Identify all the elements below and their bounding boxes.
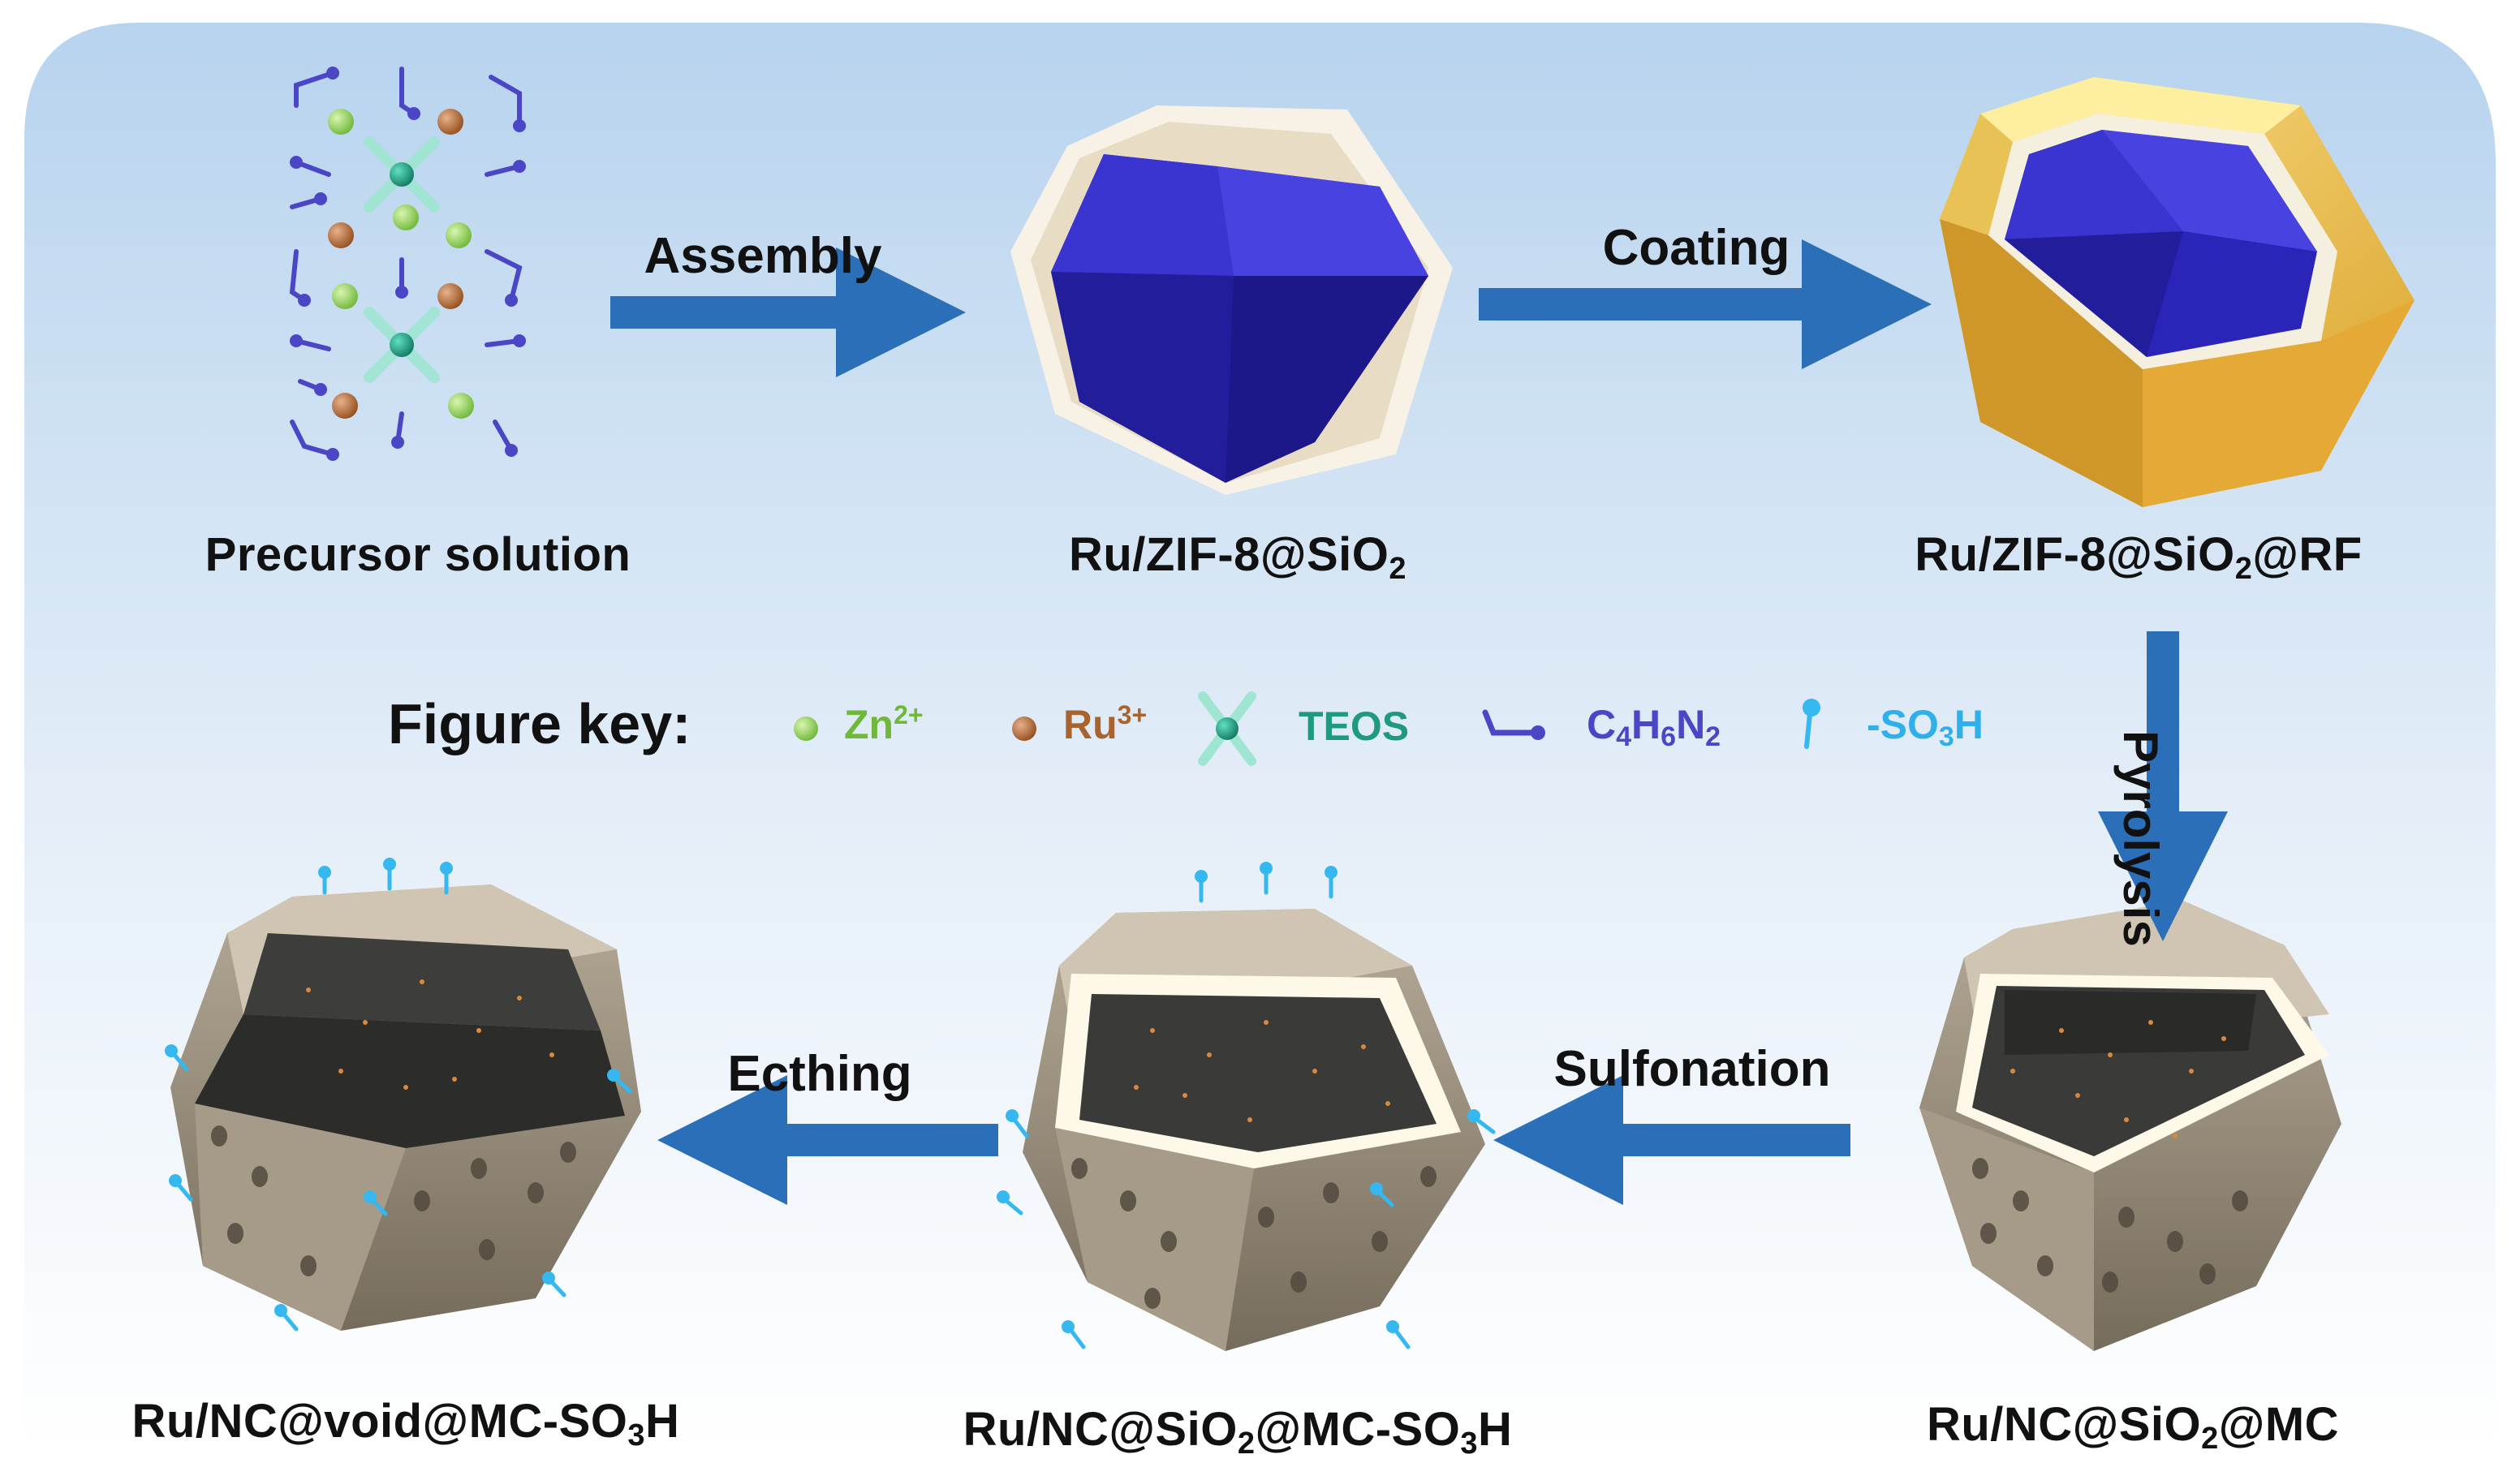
key-so3h: -SO3H — [1867, 702, 1984, 752]
label-nc-void-mc-so3h: Ru/NC@void@MC-SO3H — [131, 1395, 680, 1452]
so3h-particle-illustration — [1023, 909, 1485, 1351]
label-zif-sio2-rf: Ru/ZIF-8@SiO2@RF — [1915, 528, 2363, 586]
step-label-pyrolysis: Pyrolysis — [2113, 730, 2168, 947]
rf-coated-crystal-illustration — [1940, 77, 2414, 507]
key-ligand: C4H6N2 — [1587, 702, 1721, 752]
figure-key-title: Figure key: — [388, 692, 691, 755]
background-panel — [24, 23, 2496, 1452]
key-teos: TEOS — [1299, 704, 1410, 749]
step-label-sulfonation: Sulfonation — [1553, 1041, 1831, 1097]
step-label-assembly: Assembly — [644, 228, 882, 284]
label-nc-sio2-mc: Ru/NC@SiO2@MC — [1926, 1398, 2340, 1456]
key-ru: Ru3+ — [1063, 700, 1148, 747]
mc-particle-illustration — [1919, 901, 2341, 1351]
key-zn: Zn2+ — [844, 700, 924, 747]
precursor-cluster-illustration — [289, 67, 526, 461]
figure-key-icons — [794, 691, 1820, 766]
step-label-etching: Ecthing — [727, 1046, 912, 1102]
label-zif-sio2: Ru/ZIF-8@SiO2 — [1068, 528, 1407, 586]
label-precursor-solution: Precursor solution — [205, 528, 631, 581]
label-nc-sio2-mc-so3h: Ru/NC@SiO2@MC-SO3H — [963, 1403, 1513, 1461]
step-label-coating: Coating — [1602, 220, 1790, 276]
zif-crystal-illustration — [1010, 105, 1453, 495]
void-particle-illustration — [170, 884, 641, 1331]
